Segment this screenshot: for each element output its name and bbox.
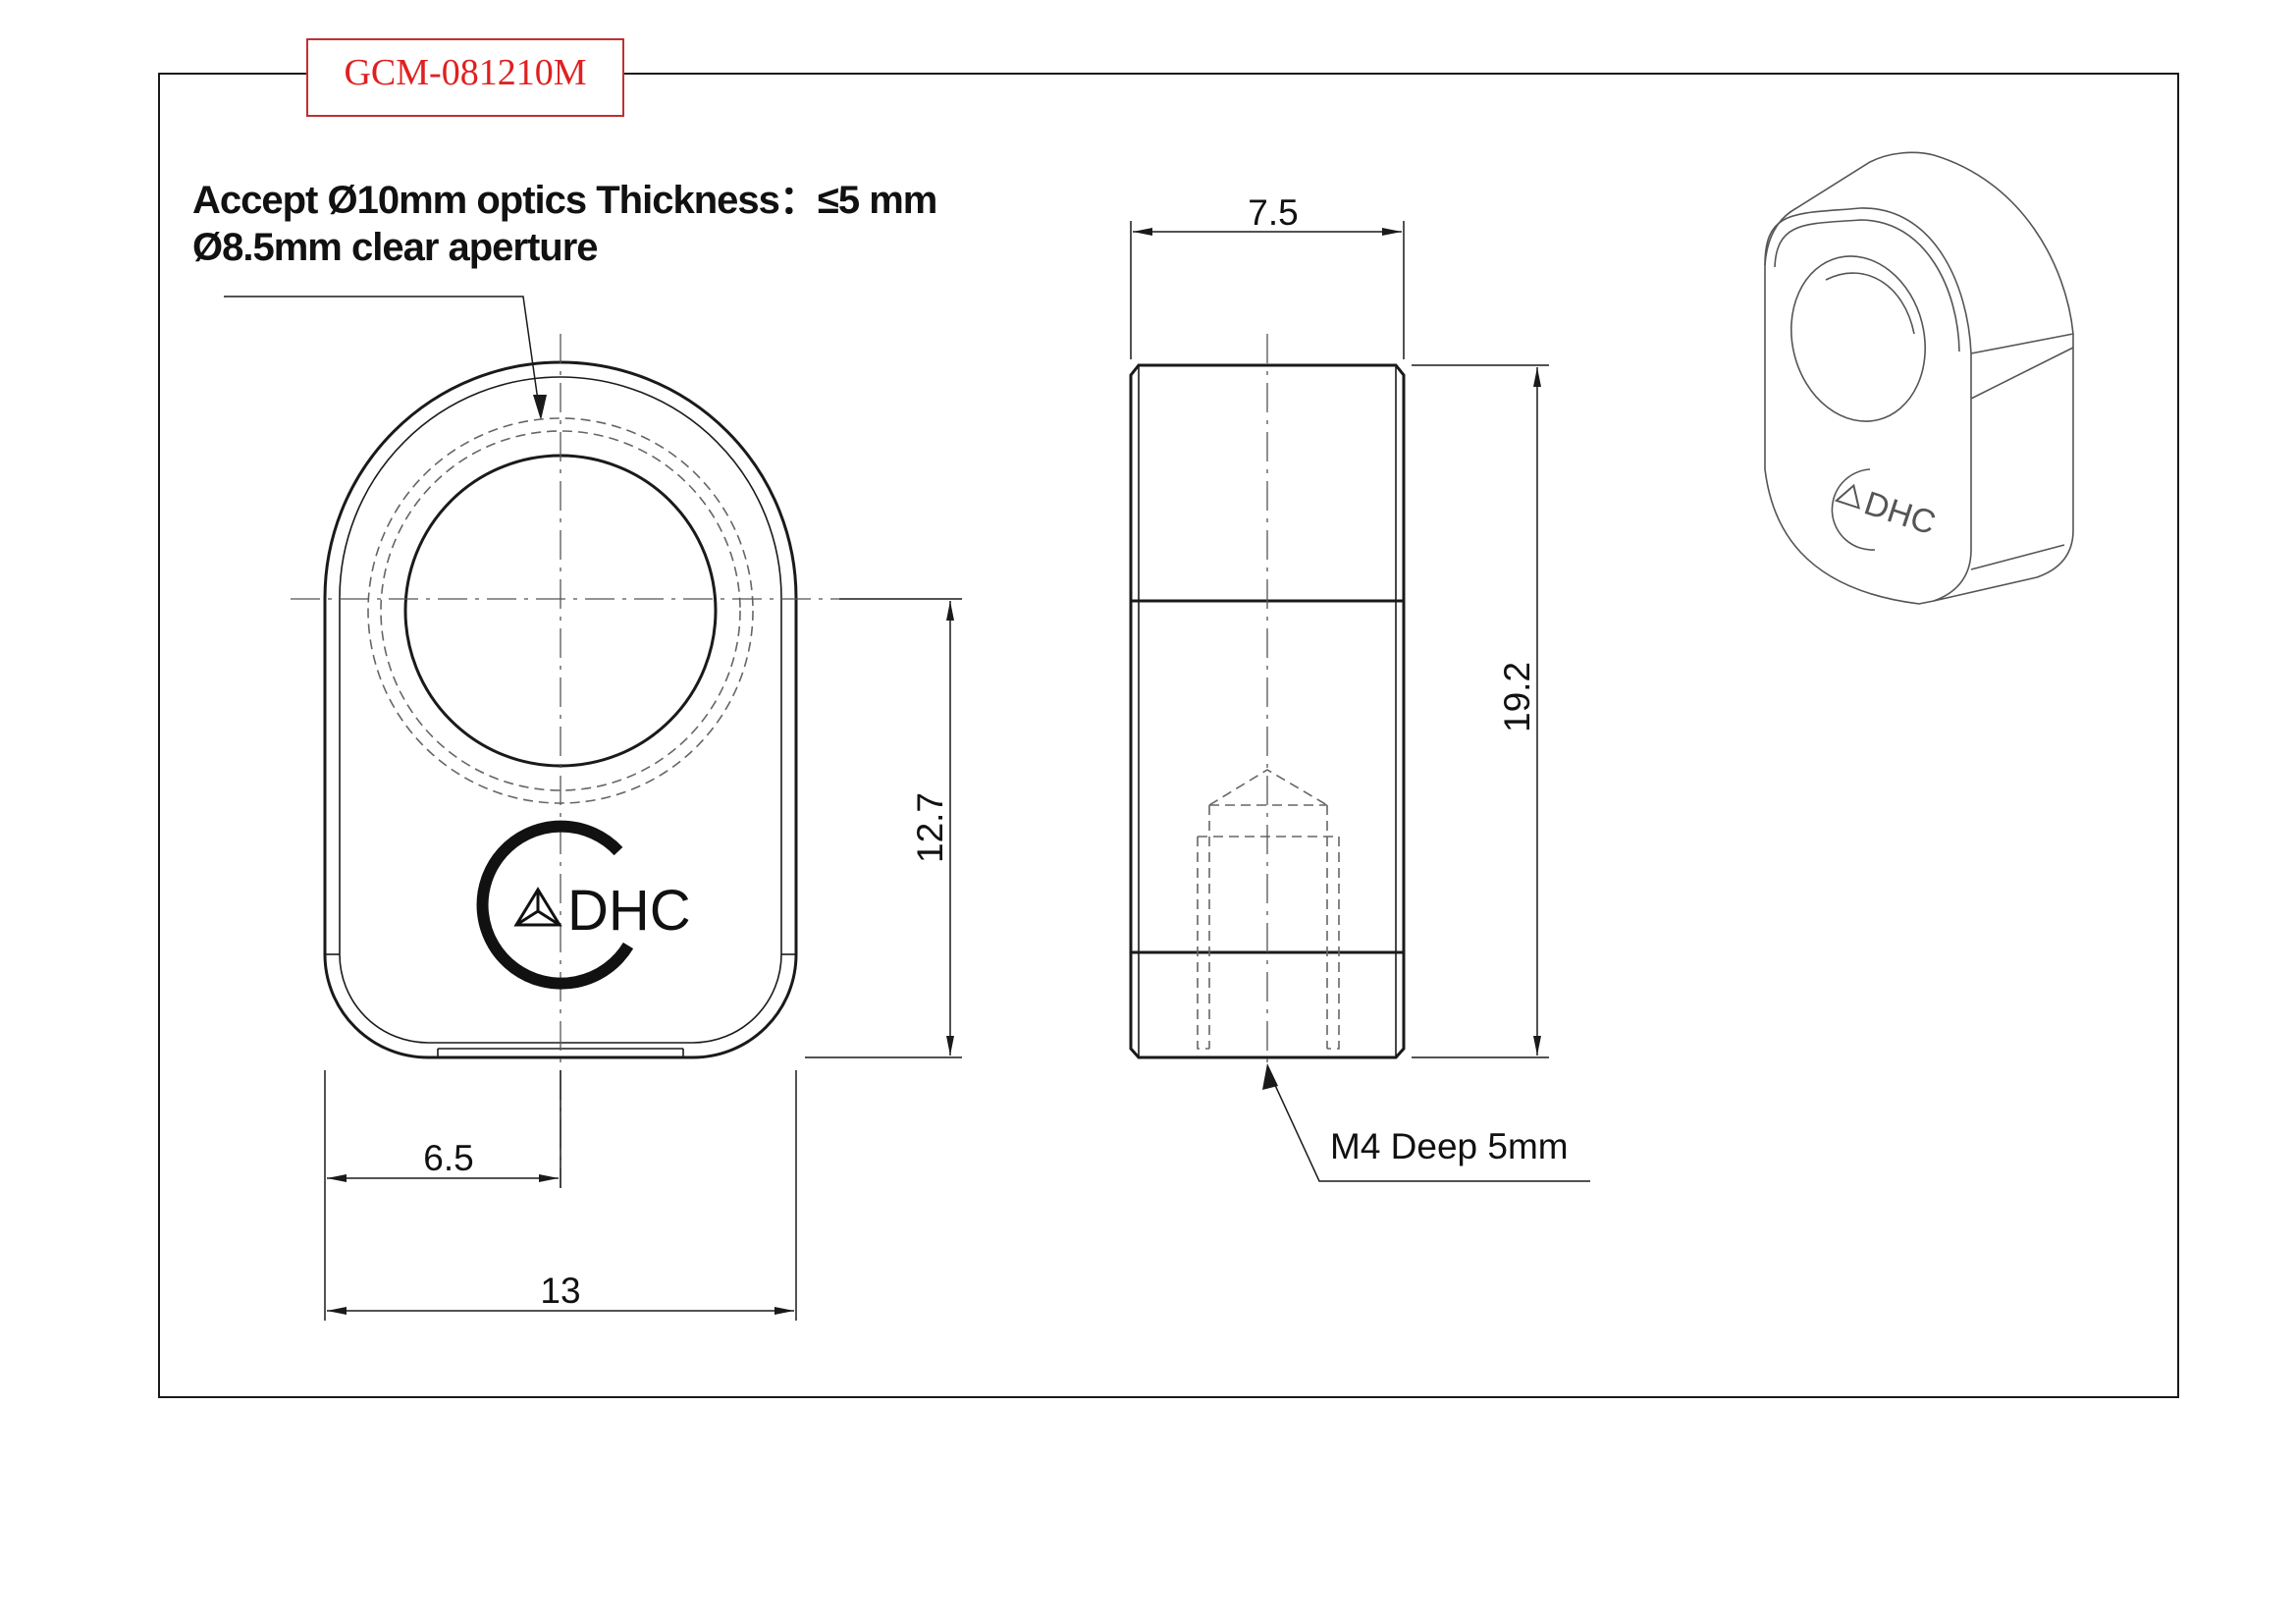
part-number: GCM-081210M: [344, 52, 586, 93]
tapped-hole: [1197, 769, 1340, 1050]
dhc-logo: DHC: [476, 820, 691, 990]
dim-total-height: 19.2: [1412, 364, 1549, 1058]
iso-triangle-logo-icon: [1834, 483, 1861, 510]
aperture-note: Ø8.5mm clear aperture: [192, 226, 598, 269]
logo-text: DHC: [567, 879, 691, 943]
thread-callout-text: M4 Deep 5mm: [1330, 1126, 1569, 1166]
note-leader: [224, 296, 547, 420]
triangle-logo-icon: [513, 887, 562, 927]
side-view: [1129, 334, 1406, 1070]
dim-label-19-2: 19.2: [1497, 662, 1537, 732]
dim-center-height: 12.7: [805, 598, 962, 1058]
thread-callout: M4 Deep 5mm: [1262, 1063, 1590, 1182]
dim-label-6-5: 6.5: [423, 1138, 473, 1178]
isometric-view: DHC: [1764, 151, 2074, 605]
optics-note: Accept Ø10mm optics Thickness：≤5 mm: [192, 179, 936, 222]
dim-label-13: 13: [540, 1271, 580, 1311]
part-number-box: GCM-081210M: [306, 38, 624, 117]
dim-label-7-5: 7.5: [1248, 192, 1298, 233]
dim-width-full: 13: [327, 1070, 797, 1321]
logo-arc-icon: [476, 820, 634, 990]
dim-width-half: 6.5: [324, 1070, 561, 1321]
dim-thickness: 7.5: [1130, 192, 1405, 359]
dim-label-12-7: 12.7: [910, 792, 950, 863]
front-view: DHC: [291, 334, 839, 1188]
iso-logo-text: DHC: [1860, 484, 1941, 542]
drawing-frame: [158, 73, 2179, 1398]
